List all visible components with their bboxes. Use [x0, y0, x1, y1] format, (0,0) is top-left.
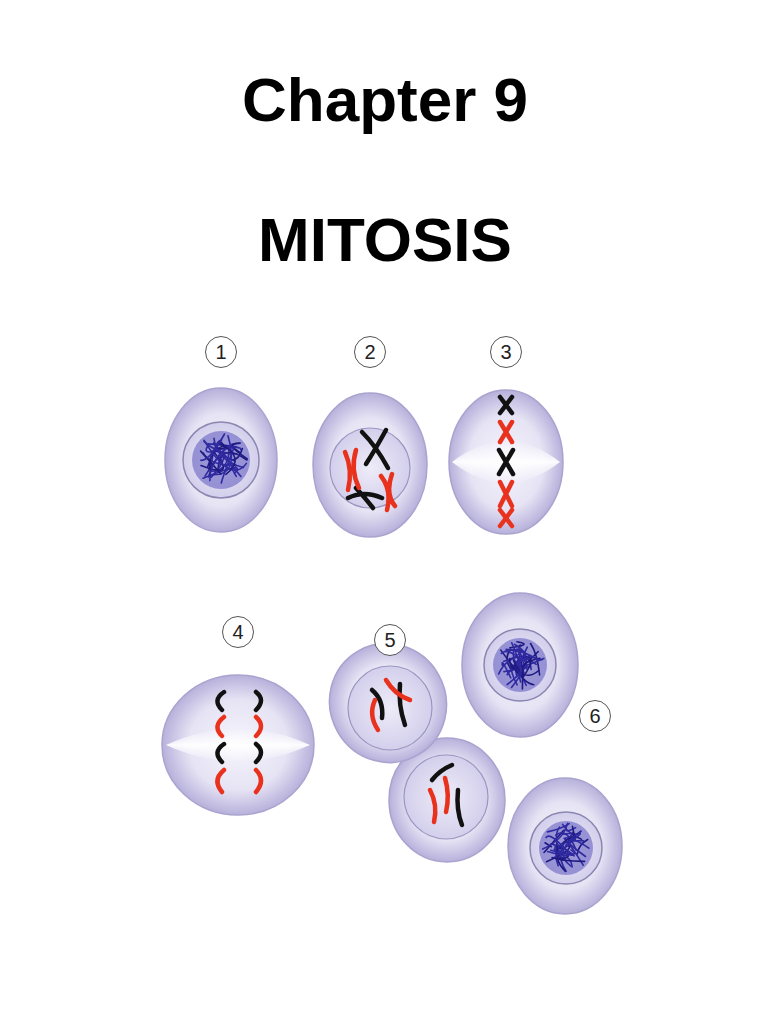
chromatin-mass: [493, 638, 547, 692]
callout-circle: 1: [205, 336, 237, 368]
chromatin-strand: [218, 443, 235, 475]
chromatin-strand: [506, 651, 521, 676]
callout-number: 1: [215, 342, 226, 362]
cell-metaphase: [449, 390, 563, 534]
chromatin-strand: [566, 823, 576, 830]
callout-number: 6: [589, 706, 600, 726]
chromatin-strand: [552, 858, 585, 862]
chromatin-strand: [514, 660, 539, 675]
callout-number: 5: [384, 630, 395, 650]
chromatin-strand: [555, 845, 574, 856]
callout-number: 3: [500, 342, 511, 362]
cell-prophase: [313, 393, 427, 537]
callout-number: 2: [364, 342, 375, 362]
callout-circle: 4: [222, 616, 254, 648]
chromatin: [192, 431, 593, 875]
cell-anaphase: [162, 675, 314, 815]
page-title: Chapter 9 MITOSIS: [175, 30, 595, 310]
chromatin-mass: [192, 431, 250, 489]
chromatin-strand: [208, 447, 236, 477]
callout-circle: 3: [490, 336, 522, 368]
chromatin-strand: [543, 826, 567, 849]
chromatin-strand: [201, 434, 225, 460]
cell-interphase: [165, 388, 277, 532]
callout-circle: 5: [374, 624, 406, 656]
chromatin-mass: [539, 821, 593, 875]
chromatin-strand: [514, 649, 525, 662]
callout-circle: 6: [579, 700, 611, 732]
cell-daughters: [462, 593, 622, 914]
chromatin-strand: [563, 833, 574, 840]
chromatin-strand: [204, 441, 232, 454]
callout-circle: 2: [354, 336, 386, 368]
callout-number: 4: [232, 622, 243, 642]
